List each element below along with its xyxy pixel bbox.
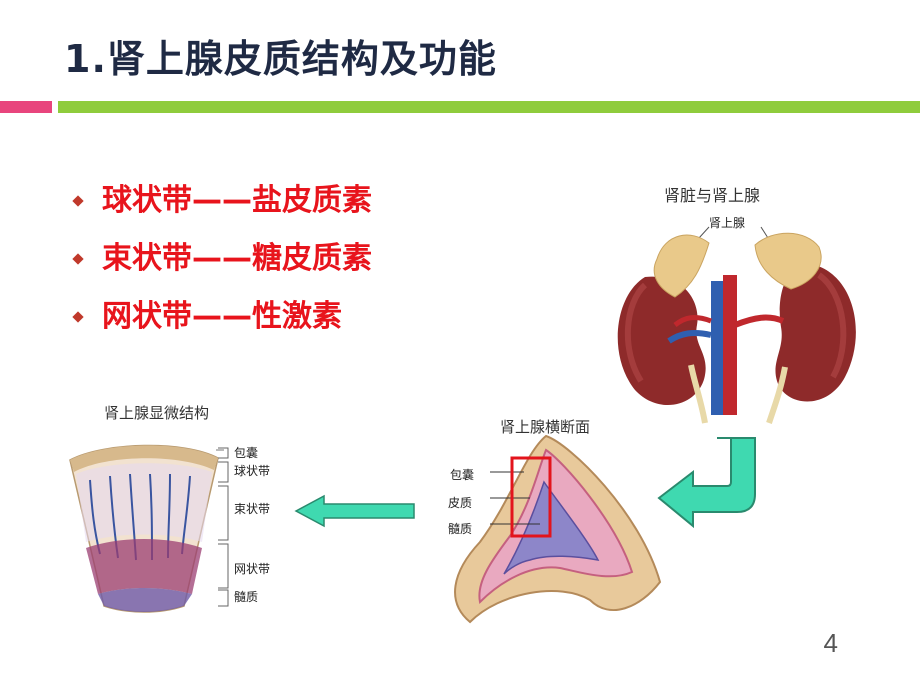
page-number: 4 [823, 628, 838, 658]
bullet-text: 球状带——盐皮质素 [102, 183, 372, 218]
slide-title: 1.肾上腺皮质结构及功能 [64, 37, 497, 81]
micro-label-zona-glomerulosa: 球状带 [234, 464, 271, 478]
kidney-figure-title: 肾脏与肾上腺 [664, 186, 761, 205]
highlight-box [510, 456, 552, 538]
adrenal-microstructure [69, 444, 224, 613]
bullet-item: 球状带——盐皮质素 [72, 168, 372, 226]
bullet-item: 网状带——性激素 [72, 284, 372, 342]
kidney-illustration [617, 226, 856, 424]
bullet-item: 束状带——糖皮质素 [72, 226, 372, 284]
bullet-text: 网状带——性激素 [102, 299, 342, 334]
diamond-bullet-icon [72, 311, 84, 323]
bullet-list: 球状带——盐皮质素 束状带——糖皮质素 网状带——性激素 [72, 168, 372, 342]
micro-label-medulla: 髓质 [234, 590, 259, 604]
adrenal-callout-label: 肾上腺 [709, 216, 746, 230]
micro-label-capsule: 包囊 [234, 446, 259, 460]
micro-label-zona-fasciculata: 束状带 [234, 502, 271, 516]
cross-section-label-cortex: 皮质 [448, 496, 473, 510]
cross-section-label-medulla: 髓质 [448, 522, 473, 536]
title-rule-accent [0, 101, 52, 113]
micro-label-zona-reticularis: 网状带 [234, 562, 271, 576]
cross-section-label-capsule: 包囊 [450, 468, 475, 482]
micro-label-brackets [218, 447, 229, 607]
cross-section-title: 肾上腺横断面 [500, 418, 591, 436]
curved-arrow-icon [657, 437, 756, 529]
micro-figure-title: 肾上腺显微结构 [104, 404, 210, 422]
diamond-bullet-icon [72, 195, 84, 207]
diamond-bullet-icon [72, 253, 84, 265]
adrenal-cross-section [454, 434, 662, 624]
bullet-text: 束状带——糖皮质素 [102, 241, 372, 276]
left-arrow-icon [294, 494, 415, 528]
title-rule [58, 101, 920, 113]
